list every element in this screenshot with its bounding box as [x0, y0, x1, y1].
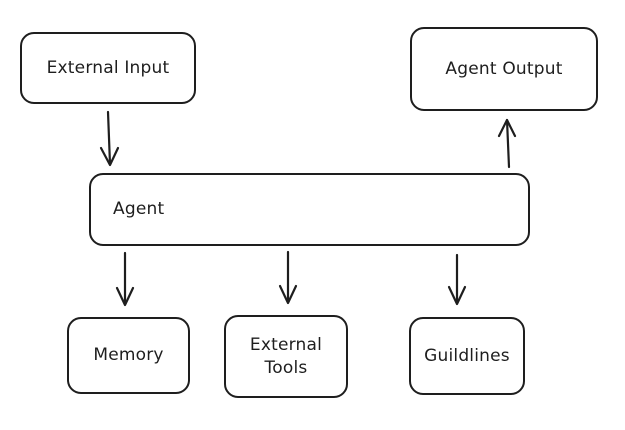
external-input-label: External Input [46, 57, 170, 78]
arrow-agent-to-guidelines [447, 253, 467, 306]
external-tools-label: External Tools [249, 334, 323, 378]
agent-output-label: Agent Output [445, 58, 563, 79]
external-tools-box[interactable]: External Tools [224, 315, 348, 398]
agent-box[interactable]: Agent [89, 173, 530, 246]
arrow-agent-to-memory [115, 251, 135, 307]
arrow-agent-to-tools [278, 250, 298, 305]
memory-label: Memory [93, 345, 164, 366]
agent-output-box[interactable]: Agent Output [410, 27, 598, 111]
guidelines-label: Guildlines [424, 345, 510, 366]
memory-box[interactable]: Memory [67, 317, 190, 394]
arrow-input-to-agent [99, 110, 120, 167]
external-input-box[interactable]: External Input [20, 32, 196, 104]
agent-label: Agent [113, 199, 165, 220]
arrow-agent-to-output [497, 118, 517, 169]
guidelines-box[interactable]: Guildlines [409, 317, 525, 395]
